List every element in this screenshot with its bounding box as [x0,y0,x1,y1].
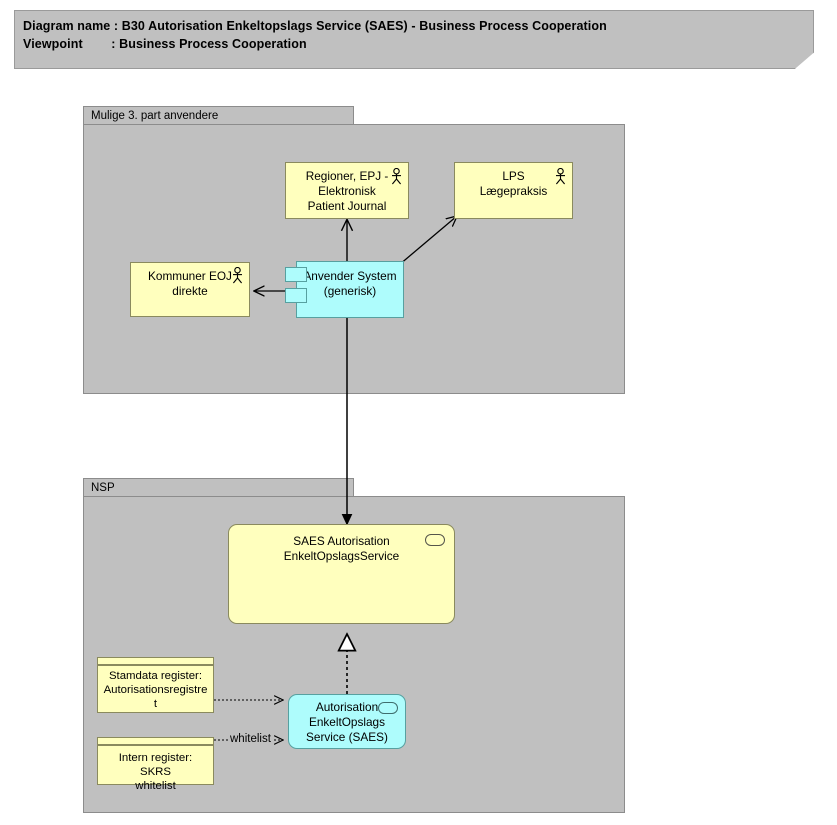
node-label-autorisation-enkeltopslags-saes: Autorisation EnkeltOpslags Service (SAES… [306,700,388,744]
node-lps-laegepraksis[interactable]: LPS Lægepraksis [454,162,573,219]
component-icon-tab-upper [285,267,307,282]
edge-label-whitelist: whitelist [229,733,272,745]
node-kommuner-eoj-direkte[interactable]: Kommuner EOJ direkte [130,262,250,317]
data-object-icon-skrs [97,737,214,745]
node-intern-register-skrs[interactable]: Intern register: SKRS whitelist [97,745,214,792]
component-icon-tab-lower [285,288,307,303]
actor-icon [391,168,402,185]
node-label-intern-register-skrs: Intern register: SKRS whitelist [118,752,193,792]
node-regioner-epj[interactable]: Regioner, EPJ - Elektronisk Patient Jour… [285,162,409,219]
node-label-anvender-system: Anvender System (generisk) [303,269,397,298]
node-label-saes-autorisation-service: SAES Autorisation EnkeltOpslagsService [283,534,400,563]
node-saes-autorisation-enkeltopslagsservice[interactable]: SAES Autorisation EnkeltOpslagsService [228,524,455,624]
service-oval-icon [425,534,445,546]
node-autorisation-enkeltopslags-service-saes[interactable]: Autorisation EnkeltOpslags Service (SAES… [288,694,406,749]
node-anvender-system[interactable]: Anvender System (generisk) [296,261,404,318]
group-mulige-3-part-anvendere[interactable]: Mulige 3. part anvendere [83,106,625,394]
group-label-mulige-3-part: Mulige 3. part anvendere [91,110,219,122]
node-label-kommuner-eoj: Kommuner EOJ direkte [148,269,232,298]
node-label-stamdata-register: Stamdata register: Autorisationsregistre… [103,670,208,710]
node-label-lps-laegepraksis: LPS Lægepraksis [479,169,548,198]
viewpoint-line: Viewpoint : Business Process Cooperation [23,37,307,51]
group-tab-nsp: NSP [83,478,354,497]
node-label-regioner-epj: Regioner, EPJ - Elektronisk Patient Jour… [305,169,389,213]
group-tab-mulige-3-part: Mulige 3. part anvendere [83,106,354,125]
diagram-title-block: Diagram name : B30 Autorisation Enkeltop… [14,10,814,69]
diagram-name-line: Diagram name : B30 Autorisation Enkeltop… [23,19,607,33]
actor-icon [555,168,566,185]
actor-icon [232,267,243,284]
data-object-icon-stamdata [97,657,214,665]
node-stamdata-register[interactable]: Stamdata register: Autorisationsregistre… [97,665,214,713]
service-oval-icon [378,702,398,714]
group-label-nsp: NSP [91,482,115,494]
